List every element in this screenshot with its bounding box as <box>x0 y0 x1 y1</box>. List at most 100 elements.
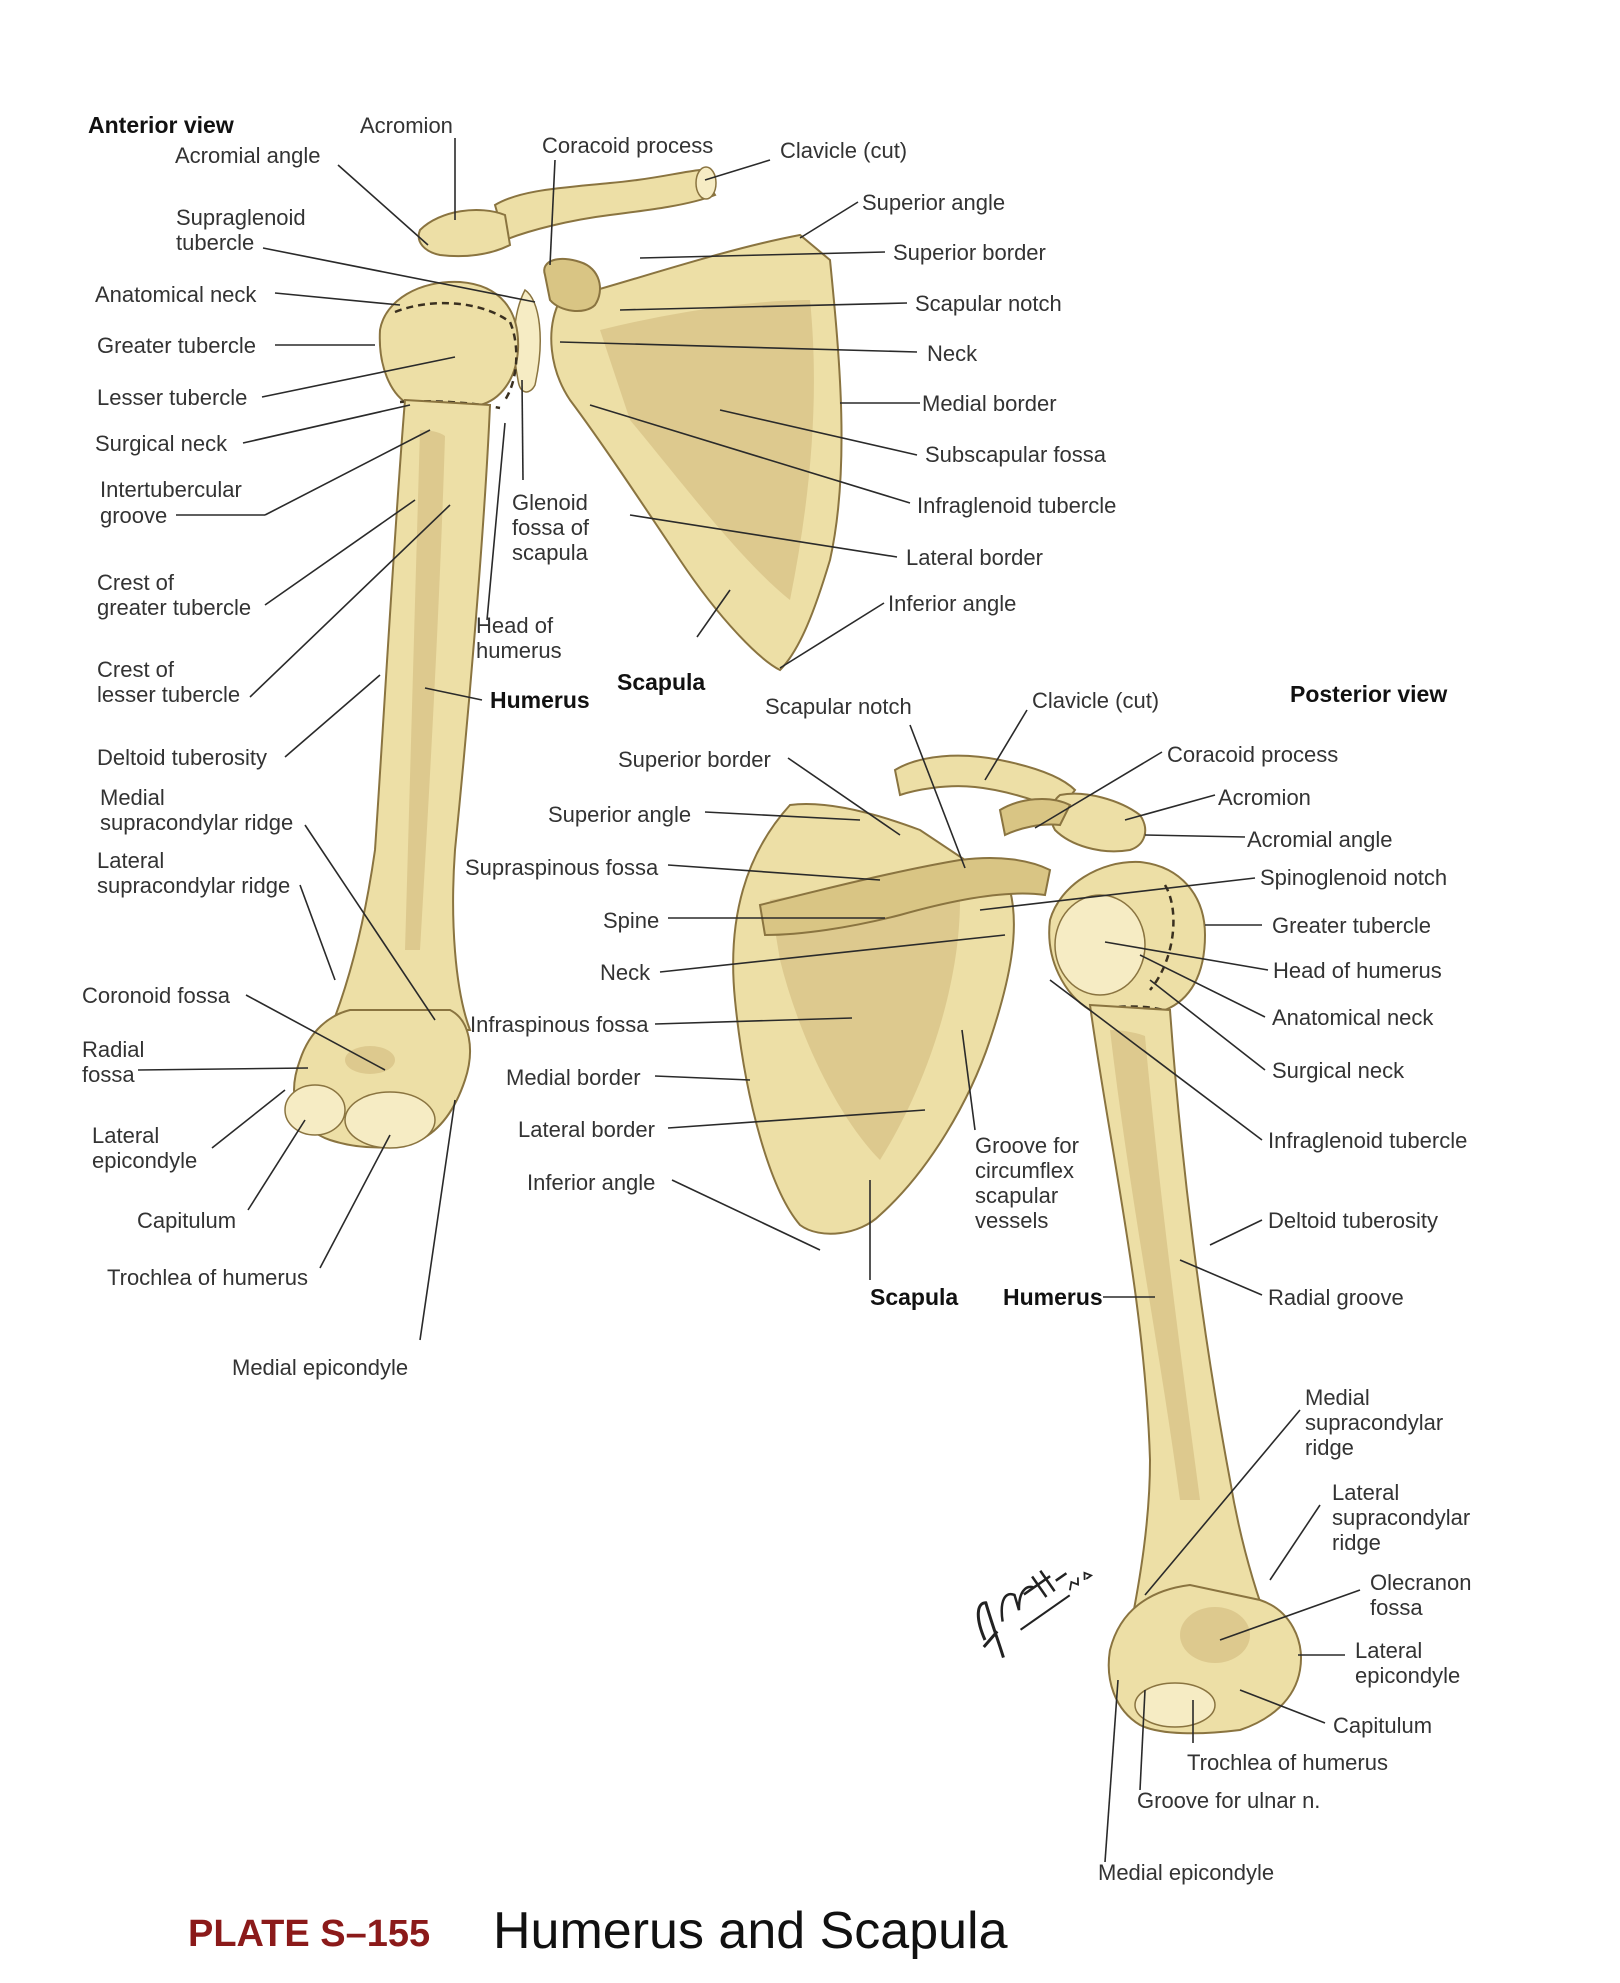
label-greater-tubercle: Greater tubercle <box>97 333 256 358</box>
label-head-humerus-line2: humerus <box>476 638 562 663</box>
label-post-head-humerus: Head of humerus <box>1273 958 1442 983</box>
posterior-illustration <box>732 754 1302 1735</box>
label-lateral-epicondyle-line1: Lateral <box>92 1123 159 1148</box>
label-superior-angle: Superior angle <box>862 190 1005 215</box>
label-post-neck: Neck <box>600 960 651 985</box>
label-inferior-angle: Inferior angle <box>888 591 1016 616</box>
label-subscapular-fossa: Subscapular fossa <box>925 442 1107 467</box>
anterior-clavicle-shape <box>493 168 717 242</box>
label-post-olecranon-line2: fossa <box>1370 1595 1423 1620</box>
label-anterior-humerus: Humerus <box>490 687 590 713</box>
anterior-labels: Anterior view Acromion Acromial angle Co… <box>82 112 1116 1380</box>
label-post-superior-border: Superior border <box>618 747 771 772</box>
label-post-anatomical-neck: Anatomical neck <box>1272 1005 1434 1030</box>
label-lateral-supracondylar-line1: Lateral <box>97 848 164 873</box>
label-acromial-angle: Acromial angle <box>175 143 321 168</box>
posterior-clavicle-shape <box>893 754 1077 812</box>
label-lateral-border: Lateral border <box>906 545 1043 570</box>
label-post-surgical-neck: Surgical neck <box>1272 1058 1405 1083</box>
label-trochlea: Trochlea of humerus <box>107 1265 308 1290</box>
anterior-clavicle-cut <box>695 166 717 200</box>
label-glenoid-line1: Glenoid <box>512 490 588 515</box>
label-post-trochlea: Trochlea of humerus <box>1187 1750 1388 1775</box>
label-post-medial-supracondylar-line2: supracondylar <box>1305 1410 1443 1435</box>
label-post-coracoid-process: Coracoid process <box>1167 742 1338 767</box>
label-post-inferior-angle: Inferior angle <box>527 1170 655 1195</box>
label-post-medial-border: Medial border <box>506 1065 641 1090</box>
label-medial-border: Medial border <box>922 391 1057 416</box>
label-post-clavicle: Clavicle (cut) <box>1032 688 1159 713</box>
label-post-groove-circumflex-line4: vessels <box>975 1208 1048 1233</box>
label-post-groove-ulnar: Groove for ulnar n. <box>1137 1788 1320 1813</box>
label-post-scapular-notch: Scapular notch <box>765 694 912 719</box>
label-post-supraspinous-fossa: Supraspinous fossa <box>465 855 659 880</box>
posterior-labels: Posterior view Scapular notch Clavicle (… <box>465 681 1472 1885</box>
label-clavicle: Clavicle (cut) <box>780 138 907 163</box>
posterior-view-heading: Posterior view <box>1290 681 1447 707</box>
label-radial-fossa-line1: Radial <box>82 1037 144 1062</box>
label-crest-lesser-line2: lesser tubercle <box>97 682 240 707</box>
label-post-acromion: Acromion <box>1218 785 1311 810</box>
posterior-spine-shape <box>758 857 1052 937</box>
label-post-lateral-border: Lateral border <box>518 1117 655 1142</box>
label-post-acromial-angle: Acromial angle <box>1247 827 1393 852</box>
label-capitulum: Capitulum <box>137 1208 236 1233</box>
label-anatomical-neck: Anatomical neck <box>95 282 257 307</box>
anterior-humerus-shaft <box>328 398 492 1031</box>
label-post-groove-circumflex-line2: circumflex <box>975 1158 1074 1183</box>
label-post-lateral-supracondylar-line3: ridge <box>1332 1530 1381 1555</box>
label-post-spine: Spine <box>603 908 659 933</box>
label-lesser-tubercle: Lesser tubercle <box>97 385 247 410</box>
label-infraglenoid-tubercle: Infraglenoid tubercle <box>917 493 1116 518</box>
posterior-humerus-shaft <box>1088 1003 1272 1631</box>
artist-signature <box>976 1570 1094 1659</box>
label-post-humerus: Humerus <box>1003 1284 1103 1310</box>
label-intertubercular-line1: Intertubercular <box>100 477 242 502</box>
posterior-leader-lines <box>654 709 1361 1863</box>
anterior-illustration <box>284 166 843 1149</box>
label-glenoid-line3: scapula <box>512 540 589 565</box>
label-supraglenoid-line2: tubercle <box>176 230 254 255</box>
label-post-scapula: Scapula <box>870 1284 958 1310</box>
label-post-medial-supracondylar-line3: ridge <box>1305 1435 1354 1460</box>
label-post-lateral-supracondylar-line1: Lateral <box>1332 1480 1399 1505</box>
label-post-groove-circumflex-line3: scapular <box>975 1183 1058 1208</box>
label-anterior-scapula: Scapula <box>617 669 705 695</box>
label-post-deltoid-tuberosity: Deltoid tuberosity <box>1268 1208 1438 1233</box>
anterior-view-heading: Anterior view <box>88 112 234 138</box>
plate-title: Humerus and Scapula <box>493 1902 1008 1960</box>
label-post-medial-supracondylar-line1: Medial <box>1305 1385 1370 1410</box>
label-crest-greater-line1: Crest of <box>97 570 175 595</box>
anterior-leader-lines <box>137 138 920 1341</box>
label-post-olecranon-line1: Olecranon <box>1370 1570 1472 1595</box>
label-post-spinoglenoid-notch: Spinoglenoid notch <box>1260 865 1447 890</box>
label-crest-greater-line2: greater tubercle <box>97 595 251 620</box>
label-intertubercular-line2: groove <box>100 503 167 528</box>
anterior-coracoid-shape <box>543 257 601 312</box>
label-coronoid-fossa: Coronoid fossa <box>82 983 231 1008</box>
label-post-groove-circumflex-line1: Groove for <box>975 1133 1079 1158</box>
label-post-lateral-epicondyle-line1: Lateral <box>1355 1638 1422 1663</box>
label-post-lateral-supracondylar-line2: supracondylar <box>1332 1505 1470 1530</box>
anterior-acromion-shape <box>417 209 512 258</box>
label-coracoid-process: Coracoid process <box>542 133 713 158</box>
label-deltoid-tuberosity: Deltoid tuberosity <box>97 745 267 770</box>
label-post-greater-tubercle: Greater tubercle <box>1272 913 1431 938</box>
label-post-medial-epicondyle: Medial epicondyle <box>1098 1860 1274 1885</box>
label-medial-epicondyle: Medial epicondyle <box>232 1355 408 1380</box>
plate-number: PLATE S–155 <box>188 1913 430 1955</box>
label-lateral-epicondyle-line2: epicondyle <box>92 1148 197 1173</box>
label-post-infraspinous-fossa: Infraspinous fossa <box>470 1012 649 1037</box>
label-head-humerus-line1: Head of <box>476 613 554 638</box>
label-medial-supracondylar-line2: supracondylar ridge <box>100 810 293 835</box>
label-post-superior-angle: Superior angle <box>548 802 691 827</box>
label-crest-lesser-line1: Crest of <box>97 657 175 682</box>
label-superior-border: Superior border <box>893 240 1046 265</box>
label-scapular-notch: Scapular notch <box>915 291 1062 316</box>
label-post-lateral-epicondyle-line2: epicondyle <box>1355 1663 1460 1688</box>
label-post-capitulum: Capitulum <box>1333 1713 1432 1738</box>
label-radial-fossa-line2: fossa <box>82 1062 135 1087</box>
label-lateral-supracondylar-line2: supracondylar ridge <box>97 873 290 898</box>
label-medial-supracondylar-line1: Medial <box>100 785 165 810</box>
